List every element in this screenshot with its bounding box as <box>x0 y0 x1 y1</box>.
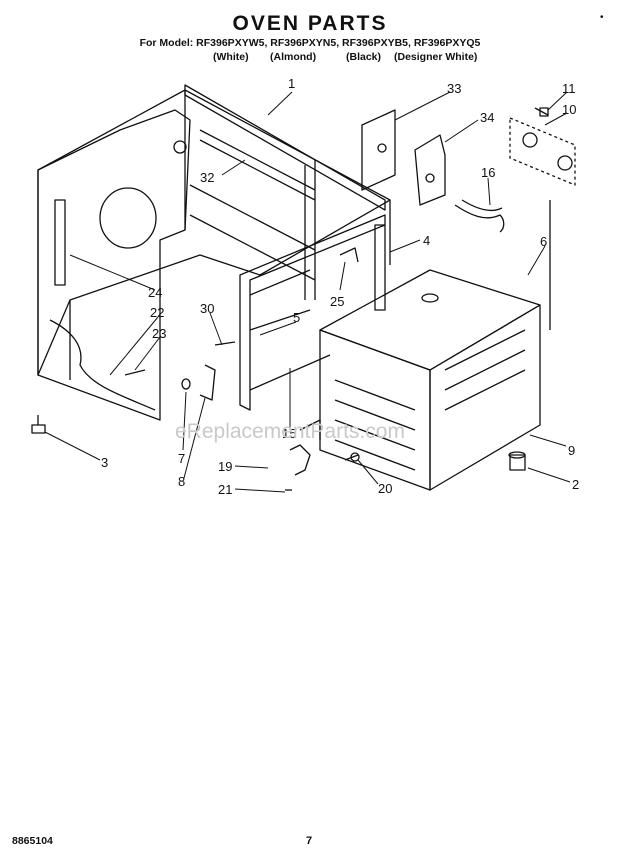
small-parts <box>31 247 526 491</box>
callout-30: 30 <box>200 301 214 316</box>
callout-2: 2 <box>572 477 579 492</box>
callout-20: 20 <box>378 481 392 496</box>
callout-labels: 1 33 11 10 34 32 16 4 6 24 25 22 30 5 23… <box>101 76 579 497</box>
callout-19: 19 <box>218 459 232 474</box>
callout-25: 25 <box>330 294 344 309</box>
model-list: For Model: RF396PXYW5, RF396PXYN5, RF396… <box>139 37 481 49</box>
callout-1: 1 <box>288 76 295 91</box>
diagram-title: OVEN PARTS <box>232 12 388 35</box>
callout-8: 8 <box>178 474 185 489</box>
callout-33: 33 <box>447 81 461 96</box>
callout-21: 21 <box>218 482 232 497</box>
callout-32: 32 <box>200 170 214 185</box>
callout-9: 9 <box>568 443 575 458</box>
callout-4: 4 <box>423 233 430 248</box>
page-number: 7 <box>306 835 313 847</box>
oven-rack-box <box>319 269 541 491</box>
document-code: 8865104 <box>12 835 53 847</box>
callout-6: 6 <box>540 234 547 249</box>
hose-16 <box>454 199 505 233</box>
side-panel <box>37 109 191 421</box>
callout-23: 23 <box>152 326 166 341</box>
color-designer-white: (Designer White) <box>394 51 478 63</box>
color-black: (Black) <box>346 51 382 63</box>
sensor-assembly <box>509 107 576 186</box>
bracket-33 <box>361 109 396 191</box>
callout-34: 34 <box>480 110 494 125</box>
callout-15: 15 <box>282 426 296 441</box>
callout-24: 24 <box>148 285 162 300</box>
callout-7: 7 <box>178 451 185 466</box>
corner-dot: • <box>600 12 604 23</box>
color-white: (White) <box>213 51 249 63</box>
callout-16: 16 <box>481 165 495 180</box>
callout-10: 10 <box>562 102 576 117</box>
leader-lines <box>44 91 571 493</box>
callout-11: 11 <box>562 81 576 96</box>
oven-cavity-frame <box>37 84 391 380</box>
bracket-34 <box>414 134 446 206</box>
watermark-text: eReplacementParts.com <box>175 420 405 443</box>
callout-5: 5 <box>293 310 300 325</box>
callout-22: 22 <box>150 305 164 320</box>
color-almond: (Almond) <box>270 51 317 63</box>
callout-3: 3 <box>101 455 108 470</box>
front-frame <box>239 214 386 411</box>
